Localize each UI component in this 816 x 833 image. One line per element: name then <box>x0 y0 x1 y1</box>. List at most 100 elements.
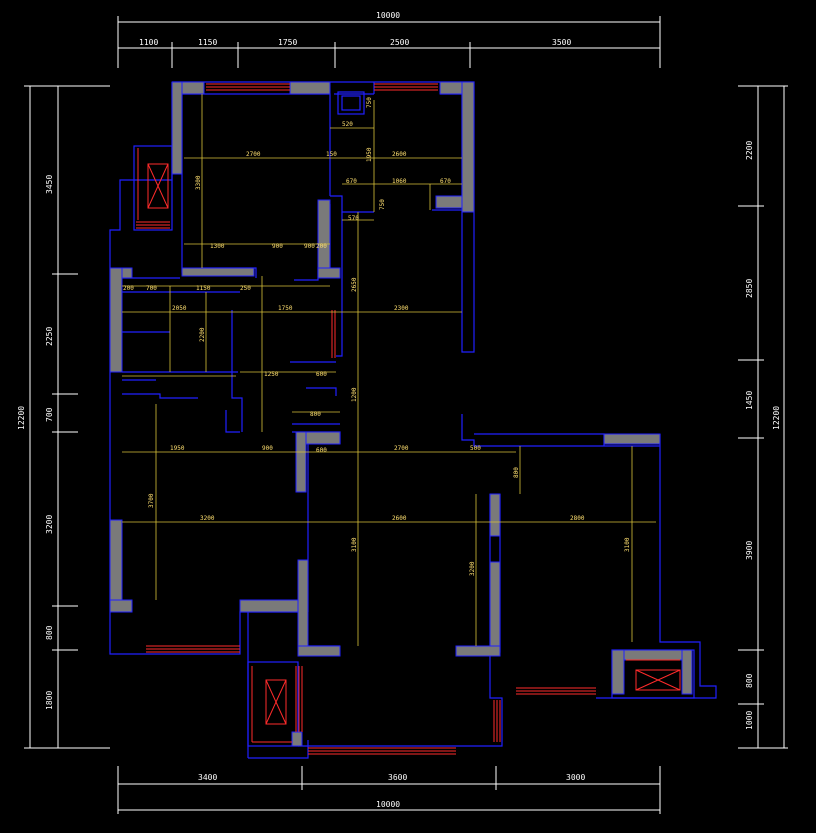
inner-label: 700 <box>146 285 157 292</box>
inner-label: 2600 <box>392 151 407 158</box>
ac-units <box>147 91 681 725</box>
inner-label: 800 <box>310 411 321 418</box>
wall-pier <box>109 267 123 373</box>
wall-pier <box>489 561 501 653</box>
right-seg-2: 2850 <box>745 279 754 298</box>
top-seg-2: 1150 <box>198 38 217 47</box>
top-seg-1: 1100 <box>139 38 158 47</box>
wall-pier <box>297 645 341 657</box>
left-seg-5: 800 <box>45 625 54 640</box>
inner-label: 600 <box>316 371 327 378</box>
inner-label: 670 <box>346 178 357 185</box>
inner-label: 1150 <box>196 285 211 292</box>
window-bottom-right <box>516 687 596 695</box>
inner-label: 2700 <box>394 445 409 452</box>
wall-pier <box>603 433 661 445</box>
wall-piers <box>109 81 693 747</box>
window-bottom-left <box>146 645 240 653</box>
inner-label: 3200 <box>469 561 476 576</box>
bottom-total-label: 10000 <box>376 800 400 809</box>
wall-pier <box>109 519 123 613</box>
inner-label: 900 <box>272 243 283 250</box>
inner-label: 2600 <box>392 515 407 522</box>
wall-pier <box>317 267 341 279</box>
bottom-seg-3: 3000 <box>566 773 585 782</box>
inner-label: 1950 <box>170 445 185 452</box>
inner-label: 250 <box>240 285 251 292</box>
inner-label: 2800 <box>570 515 585 522</box>
inner-label: 600 <box>316 447 327 454</box>
window-balcony-left <box>136 148 170 229</box>
window-top-right <box>374 83 438 91</box>
windows <box>136 83 680 755</box>
inner-dimension-lines <box>122 94 656 646</box>
inner-label: 3700 <box>148 493 155 508</box>
inner-label: 800 <box>513 467 520 478</box>
inner-label: 200 <box>316 243 327 250</box>
inner-label: 570 <box>348 215 359 222</box>
inner-label: 3300 <box>195 175 202 190</box>
top-seg-3: 1750 <box>278 38 297 47</box>
right-seg-4: 3900 <box>745 541 754 560</box>
bottom-seg-2: 3600 <box>388 773 407 782</box>
left-seg-4: 3200 <box>45 515 54 534</box>
wall-pier <box>109 599 133 613</box>
inner-label: 1300 <box>210 243 225 250</box>
wall-pier <box>181 267 255 277</box>
window-bottom-center <box>308 747 456 755</box>
inner-label: 2650 <box>351 277 358 292</box>
right-seg-6: 1000 <box>745 711 754 730</box>
inner-label: 2200 <box>199 327 206 342</box>
left-seg-3: 700 <box>45 407 54 422</box>
window-bay-right <box>493 700 501 742</box>
wall-pier <box>455 645 501 657</box>
inner-label: 500 <box>470 445 481 452</box>
inner-label: 520 <box>342 121 353 128</box>
inner-label: 3100 <box>351 537 358 552</box>
inner-label: 750 <box>366 97 373 108</box>
inner-label: 2700 <box>246 151 261 158</box>
ac-unit-left <box>147 163 169 209</box>
inner-label: 1250 <box>264 371 279 378</box>
inner-label: 750 <box>379 199 386 210</box>
window-balcony-bottom-left <box>251 666 292 743</box>
inner-label: 150 <box>326 151 337 158</box>
inner-label: 1060 <box>392 178 407 185</box>
left-seg-1: 3450 <box>45 175 54 194</box>
right-dimension-chain: 2200 2850 1450 3900 800 1000 12200 <box>738 85 788 749</box>
top-seg-4: 2500 <box>390 38 409 47</box>
inner-label: 3100 <box>624 537 631 552</box>
top-dimension-chain: 10000 1100 1150 1750 2500 3500 <box>117 11 661 68</box>
inner-label: 900 <box>262 445 273 452</box>
door-red-corridor <box>331 310 336 358</box>
wall-pier <box>295 431 307 493</box>
left-seg-6: 1800 <box>45 691 54 710</box>
wall-pier <box>291 731 303 747</box>
wall-pier <box>297 559 309 647</box>
inner-label: 670 <box>440 178 451 185</box>
right-total-label: 12200 <box>772 406 781 430</box>
wall-pier <box>317 199 331 279</box>
left-seg-2: 2250 <box>45 327 54 346</box>
inner-label: 3200 <box>200 515 215 522</box>
wall-pier <box>435 195 463 209</box>
window-top-left <box>206 83 290 91</box>
right-seg-3: 1450 <box>745 391 754 410</box>
top-total-label: 10000 <box>376 11 400 20</box>
bottom-dimension-chain: 3400 3600 3000 10000 <box>117 766 661 814</box>
right-seg-1: 2200 <box>745 141 754 160</box>
ac-unit-bottom <box>265 679 287 725</box>
wall-pier <box>489 493 501 537</box>
inner-labels: 2700 150 2600 3300 1950 670 1060 670 520… <box>123 97 631 576</box>
inner-label: 1950 <box>366 147 373 162</box>
left-total-label: 12200 <box>17 406 26 430</box>
right-seg-5: 800 <box>745 673 754 688</box>
inner-label: 1750 <box>278 305 293 312</box>
left-dimension-chain: 12200 3450 2250 700 3200 800 1800 <box>17 85 110 749</box>
shaft-box <box>337 91 365 115</box>
top-seg-5: 3500 <box>552 38 571 47</box>
window-balcony-bottom <box>295 666 303 732</box>
inner-label: 200 <box>123 285 134 292</box>
wall-pier <box>171 81 183 175</box>
